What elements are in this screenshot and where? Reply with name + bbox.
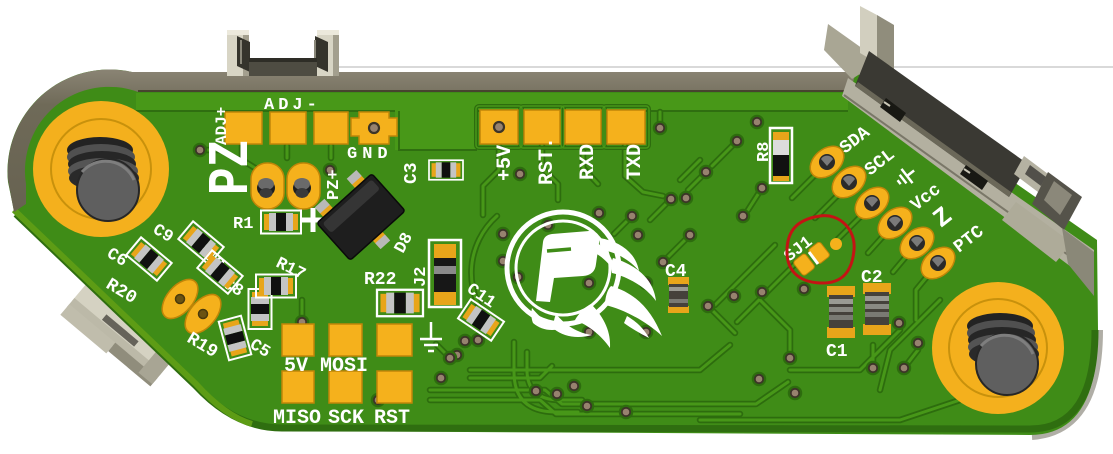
svg-text:RXD: RXD (577, 144, 600, 180)
svg-text:+5V: +5V (494, 145, 517, 181)
svg-text:PZ: PZ (200, 140, 265, 195)
svg-text:C1: C1 (826, 342, 848, 362)
svg-text:SCK: SCK (328, 407, 364, 430)
svg-text:R1: R1 (233, 215, 253, 234)
svg-text:ADJ+: ADJ+ (213, 107, 231, 145)
svg-text:5V: 5V (284, 355, 308, 378)
svg-text:RST.: RST. (536, 137, 559, 185)
svg-text:C3: C3 (402, 162, 422, 184)
svg-text:PZ+: PZ+ (325, 169, 344, 200)
svg-text:GND: GND (347, 145, 393, 164)
svg-text:R22: R22 (364, 270, 396, 290)
svg-text:MISO: MISO (273, 407, 321, 430)
svg-text:J2: J2 (412, 267, 431, 287)
svg-text:TXD: TXD (624, 144, 647, 180)
svg-text:RST: RST (374, 407, 410, 430)
svg-text:ADJ-: ADJ- (264, 96, 321, 115)
svg-text:MOSI: MOSI (320, 355, 368, 378)
